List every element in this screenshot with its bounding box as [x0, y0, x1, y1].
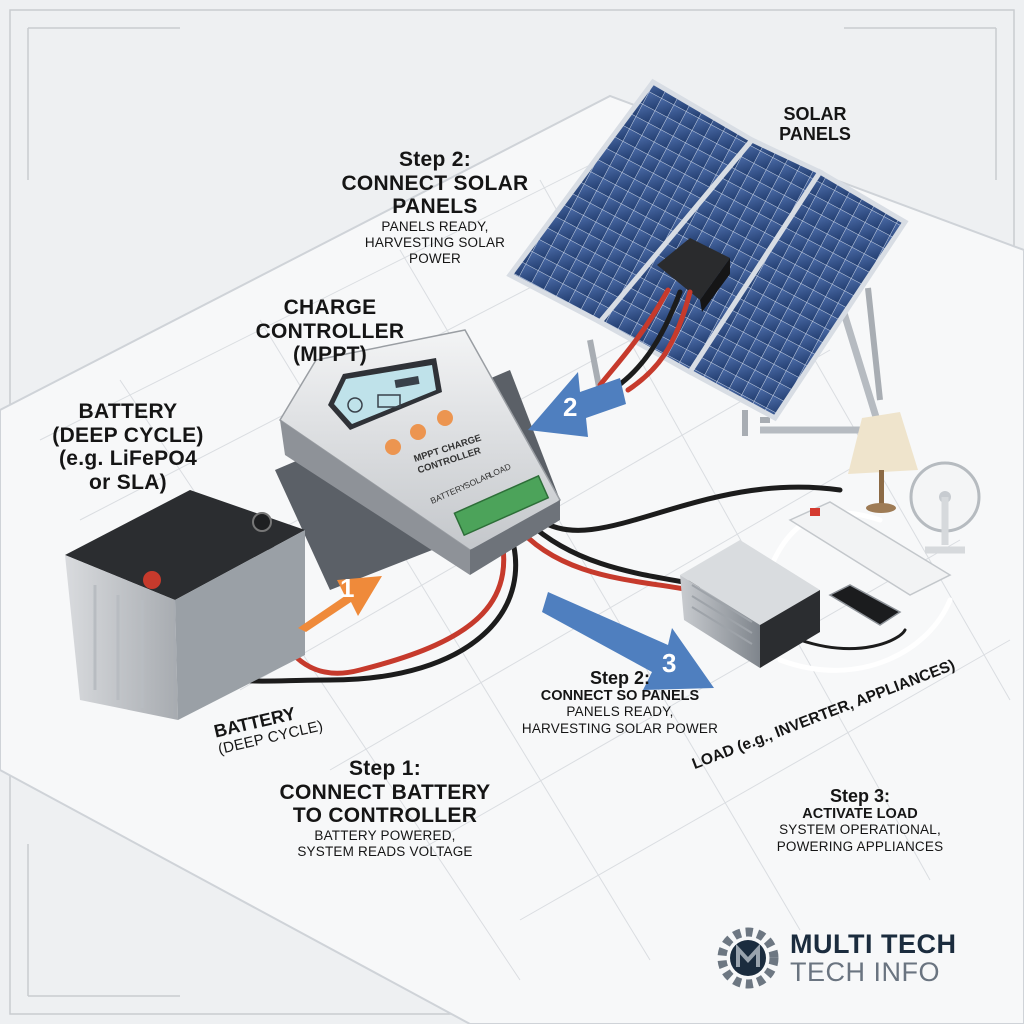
logo-line2: TECH INFO	[790, 957, 940, 988]
step2-top-title-2: PANELS	[392, 195, 478, 219]
step-arrow-3	[542, 592, 714, 690]
logo-line1: MULTI TECH	[790, 929, 957, 959]
step3-step: Step 3:	[829, 786, 890, 806]
inverter	[680, 540, 820, 668]
positive-terminal-icon	[143, 571, 161, 589]
step2-mid-step: Step 2:	[589, 668, 650, 688]
charge-controller	[275, 329, 561, 590]
logo-gear-icon	[717, 927, 779, 989]
power-strip	[788, 501, 952, 596]
step1-desc-1: BATTERY POWERED,	[314, 827, 456, 843]
solar-panels-label: SOLAR PANELS	[779, 104, 851, 145]
step2-mid-title: CONNECT SO PANELS	[540, 688, 700, 705]
step-arrow-1	[298, 576, 382, 632]
battery	[65, 490, 305, 720]
step2-mid-desc-1: PANELS READY,	[566, 704, 674, 720]
control-buttons	[385, 410, 453, 455]
battery-top-label: BATTERY (DEEP CYCLE) (e.g. LiFePO4 or SL…	[52, 400, 204, 494]
step1-step: Step 1:	[348, 757, 422, 780]
step3-desc-1: SYSTEM OPERATIONAL,	[779, 822, 941, 838]
step2-top-desc-3: POWER	[408, 250, 461, 266]
step3-label: Step 3: ACTIVATE LOAD SYSTEM OPERATIONAL…	[760, 786, 960, 855]
step1-desc-2: SYSTEM READS VOLTAGE	[297, 843, 473, 859]
solar-panel-array	[506, 78, 909, 436]
step3-title: ACTIVATE LOAD	[802, 806, 918, 823]
step2-mid-label: Step 2: CONNECT SO PANELS PANELS READY, …	[500, 668, 740, 737]
arrow-label-3: 3	[662, 648, 676, 678]
step2-top-label: Step 2: CONNECT SOLAR PANELS PANELS READ…	[320, 148, 550, 267]
step1-title-2: TO CONTROLLER	[292, 804, 478, 828]
terminal-block	[453, 474, 550, 537]
junction-box	[657, 238, 730, 312]
step2-top-title-1: CONNECT SOLAR	[341, 171, 529, 195]
step2-top-step: Step 2:	[398, 148, 472, 171]
arrow-label-2: 2	[563, 392, 577, 422]
power-switch-icon	[810, 508, 820, 516]
step2-mid-desc-2: HARVESTING SOLAR POWER	[521, 720, 719, 736]
step2-top-desc-2: HARVESTING SOLAR	[364, 234, 506, 250]
charge-controller-label: CHARGE CONTROLLER (MPPT)	[255, 296, 405, 367]
step2-top-desc-1: PANELS READY,	[381, 218, 489, 234]
desk-fan	[909, 461, 981, 554]
smartphone	[828, 584, 902, 626]
lcd-screen	[328, 358, 442, 430]
step1-label: Step 1: CONNECT BATTERY TO CONTROLLER BA…	[270, 757, 500, 860]
table-lamp	[848, 412, 918, 513]
negative-terminal-icon	[252, 512, 272, 532]
step3-desc-2: POWERING APPLIANCES	[776, 838, 944, 854]
arrow-label-1: 1	[340, 573, 354, 603]
step-arrow-2	[528, 372, 626, 437]
step1-title-1: CONNECT BATTERY	[279, 780, 491, 804]
brand-logo: MULTI TECH TECH INFO	[716, 926, 986, 990]
